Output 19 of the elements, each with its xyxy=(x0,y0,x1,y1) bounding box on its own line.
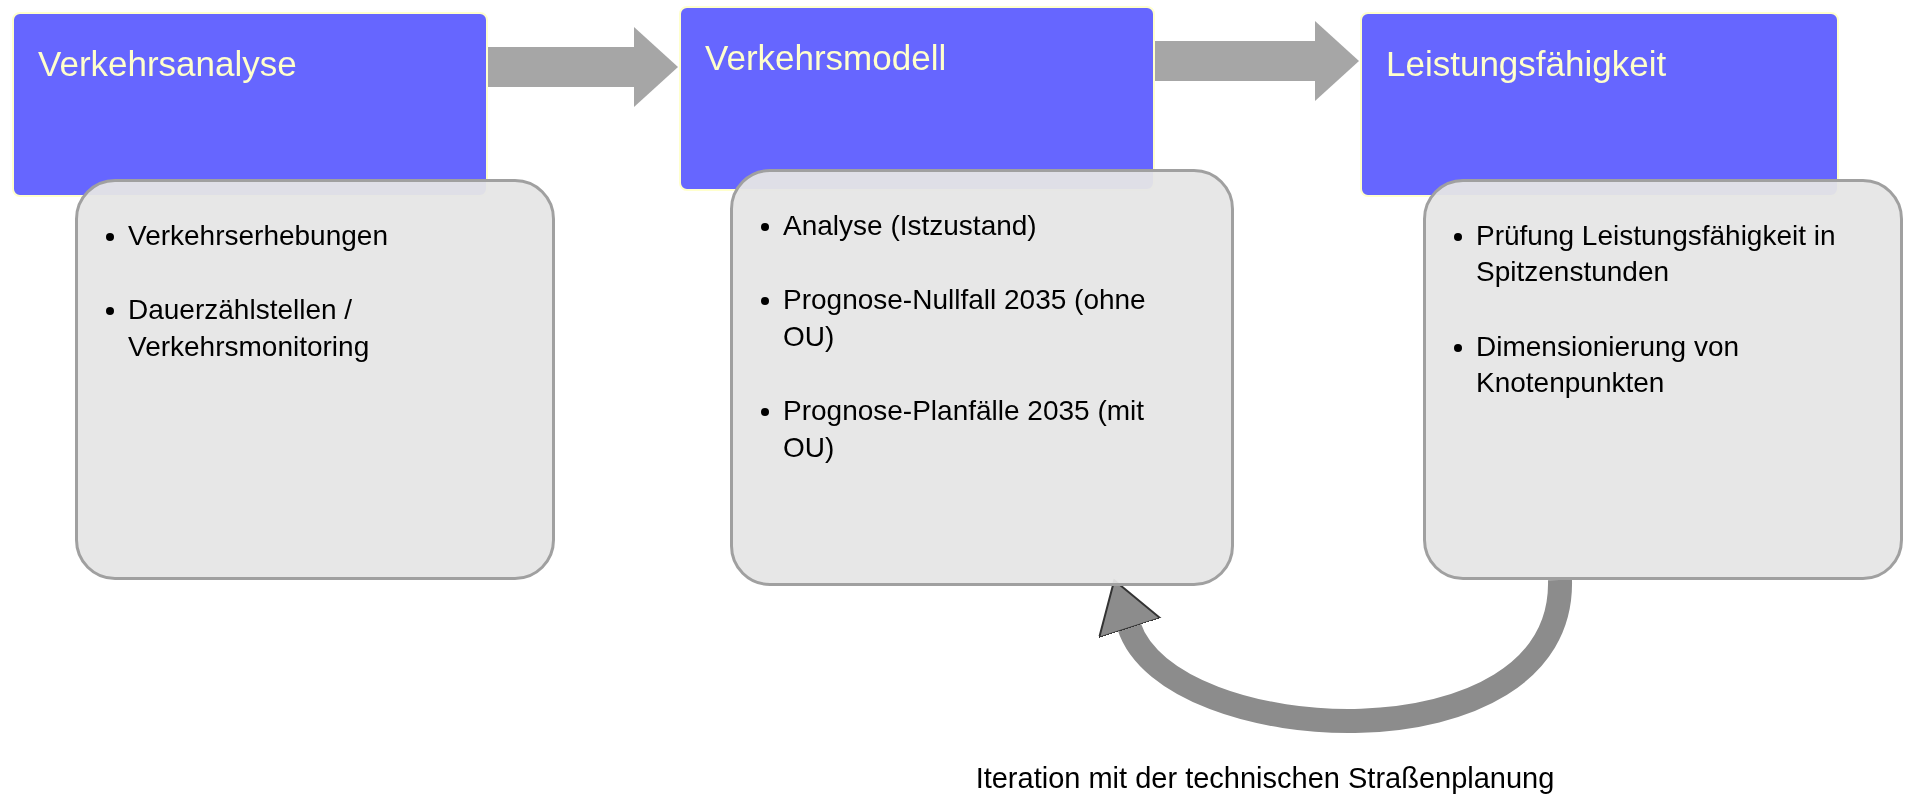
bullet-item: Prüfung Leistungsfähigkeit in Spitzenstunden xyxy=(1454,218,1844,291)
header-text: Verkehrsmodell xyxy=(705,37,948,79)
header-text: Leistungsfähigkeit xyxy=(1386,43,1668,85)
bullet-item: Prognose-Nullfall 2035 (ohne OU) xyxy=(761,282,1175,356)
header-box xyxy=(679,6,1155,191)
bullet-item: Prognose-Planfälle 2035 (mit OU) xyxy=(761,393,1175,466)
header-box xyxy=(12,12,488,197)
bullet-item: Verkehrserhebungen xyxy=(106,218,496,255)
header-text: Verkehrsanalyse xyxy=(38,43,298,85)
block-arrow xyxy=(1155,21,1359,101)
bullet-item: Analyse (Istzustand) xyxy=(761,208,1175,245)
header-box xyxy=(1360,12,1839,197)
curved-arrow xyxy=(1101,578,1572,733)
content-box xyxy=(730,169,1234,586)
bullet-item: Dimensionierung von Knotenpunkten xyxy=(1454,328,1844,402)
block-arrow xyxy=(488,27,678,107)
content-box xyxy=(75,179,555,580)
content-box xyxy=(1423,179,1903,580)
bullet-item: Dauerzählstellen / Verkehrsmonitoring xyxy=(106,292,496,366)
